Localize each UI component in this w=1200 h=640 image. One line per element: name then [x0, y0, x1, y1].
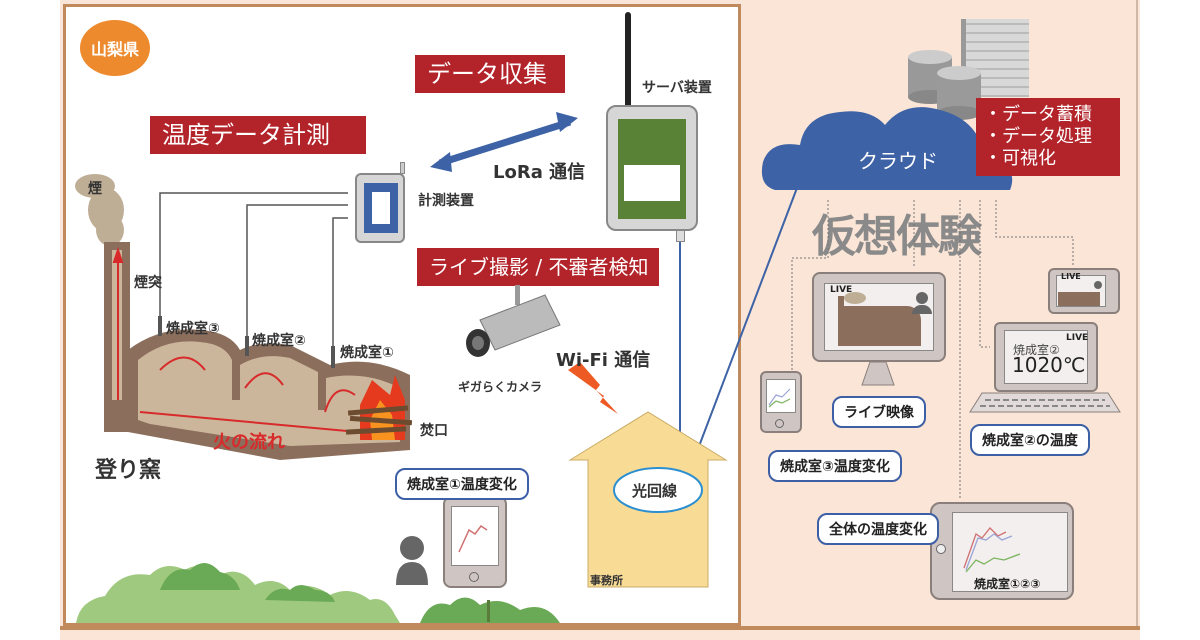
fire-flow-label: 火の流れ: [213, 432, 285, 453]
monitor-device: [812, 272, 946, 362]
region-badge: 山梨県: [80, 20, 150, 76]
server-device-label: サーバ装置: [642, 80, 712, 96]
bottom-bar: [60, 626, 1140, 640]
wifi-label: Wi-Fi 通信: [556, 350, 651, 371]
laptop-temperature: 1020℃: [1012, 353, 1086, 377]
small-tablet-device: [1048, 268, 1120, 314]
chamber2-label: 焼成室②: [252, 333, 306, 349]
laptop-bubble: 焼成室②の温度: [970, 424, 1090, 456]
server-device: [606, 105, 698, 231]
smoke-label: 煙: [88, 181, 102, 197]
cloud-label: クラウド: [858, 149, 938, 173]
cloud-function-item: ・可視化: [984, 148, 1056, 169]
lora-label: LoRa 通信: [493, 162, 586, 183]
chamber3-label: 焼成室③: [166, 321, 220, 337]
monitor-live-tag: LIVE: [830, 285, 853, 295]
laptop-chamber-label: 焼成室②: [1013, 343, 1060, 357]
laptop-live-tag: LIVE: [1066, 333, 1089, 343]
temp-measure-label: 温度データ計測: [150, 116, 366, 154]
live-detect-label: ライブ撮影 / 不審者検知: [417, 248, 659, 286]
measure-antenna: [400, 162, 405, 174]
server-antenna: [625, 12, 631, 110]
right-phone-bubble: 焼成室③温度変化: [768, 450, 902, 482]
small-tablet-live-tag: LIVE: [1061, 272, 1081, 281]
phone-device: [443, 496, 507, 588]
region-badge-label: 山梨県: [90, 40, 139, 59]
large-tablet-device: [930, 502, 1074, 600]
tablet-bubble: 全体の温度変化: [817, 513, 939, 545]
tablet-caption: 焼成室①②③: [974, 577, 1041, 591]
chamber1-label: 焼成室①: [340, 345, 394, 361]
chimney-label: 煙突: [134, 275, 162, 291]
firebox-label: 焚口: [420, 423, 448, 439]
phone-bubble: 焼成室①温度変化: [395, 468, 529, 500]
cloud-functions-box: ・データ蓄積 ・データ処理 ・可視化: [976, 98, 1120, 176]
right-phone-device: [760, 371, 802, 433]
cloud-function-item: ・データ処理: [984, 126, 1092, 147]
measure-device-label: 計測装置: [418, 193, 474, 209]
camera-label: ギガらくカメラ: [458, 380, 543, 394]
measure-device: [355, 173, 405, 243]
server-port: [676, 230, 685, 242]
live-video-bubble: ライブ映像: [832, 396, 926, 428]
kiln-label: 登り窯: [95, 458, 162, 483]
office-label: 事務所: [590, 574, 623, 587]
cloud-function-item: ・データ蓄積: [984, 104, 1092, 125]
data-collect-label: データ収集: [415, 55, 565, 93]
fiber-label: 光回線: [632, 482, 678, 500]
virtual-experience-title: 仮想体験: [812, 211, 982, 262]
laptop-device: [994, 322, 1098, 392]
